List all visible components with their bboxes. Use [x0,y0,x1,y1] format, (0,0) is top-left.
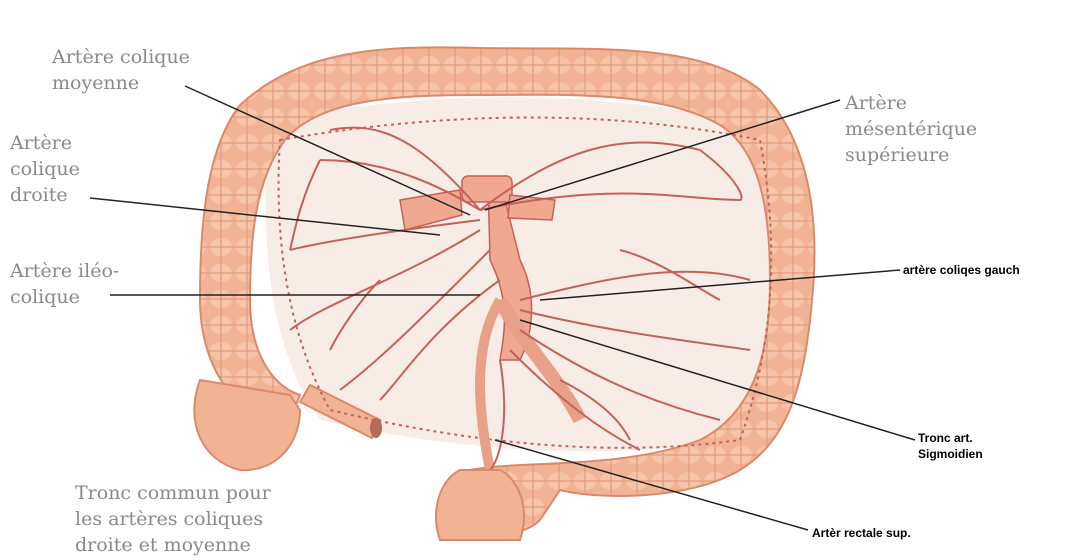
label-rectale-sup: Artèr rectale sup. [812,525,911,541]
label-line: droite [10,182,80,208]
label-tronc-commun: Tronc commun pour les artères coliques d… [75,480,271,558]
label-line: Artère iléo- [10,258,119,284]
label-line: colique [10,284,119,310]
label-colique-moyenne: Artère colique moyenne [52,44,190,96]
label-line: Tronc commun pour [75,480,271,506]
label-line: Tronc art. [918,430,983,446]
label-line: Artère [845,90,977,116]
label-line: Artère [10,130,80,156]
label-mesenterique-sup: Artère mésentérique supérieure [845,90,977,168]
label-line: Sigmoidien [918,446,983,462]
cecum [194,380,300,470]
label-line: colique [10,156,80,182]
rectum [436,470,524,540]
label-line: droite et moyenne [75,532,271,558]
label-tronc-sigmoidien: Tronc art. Sigmoidien [918,430,983,462]
label-ileo-colique: Artère iléo- colique [10,258,119,310]
label-line: moyenne [52,70,190,96]
label-colique-gauche: artère coliqes gauch [903,262,1020,278]
label-line: Artère colique [52,44,190,70]
label-line: supérieure [845,142,977,168]
label-colique-droite: Artère colique droite [10,130,80,208]
label-line: mésentérique [845,116,977,142]
label-line: les artères coliques [75,506,271,532]
